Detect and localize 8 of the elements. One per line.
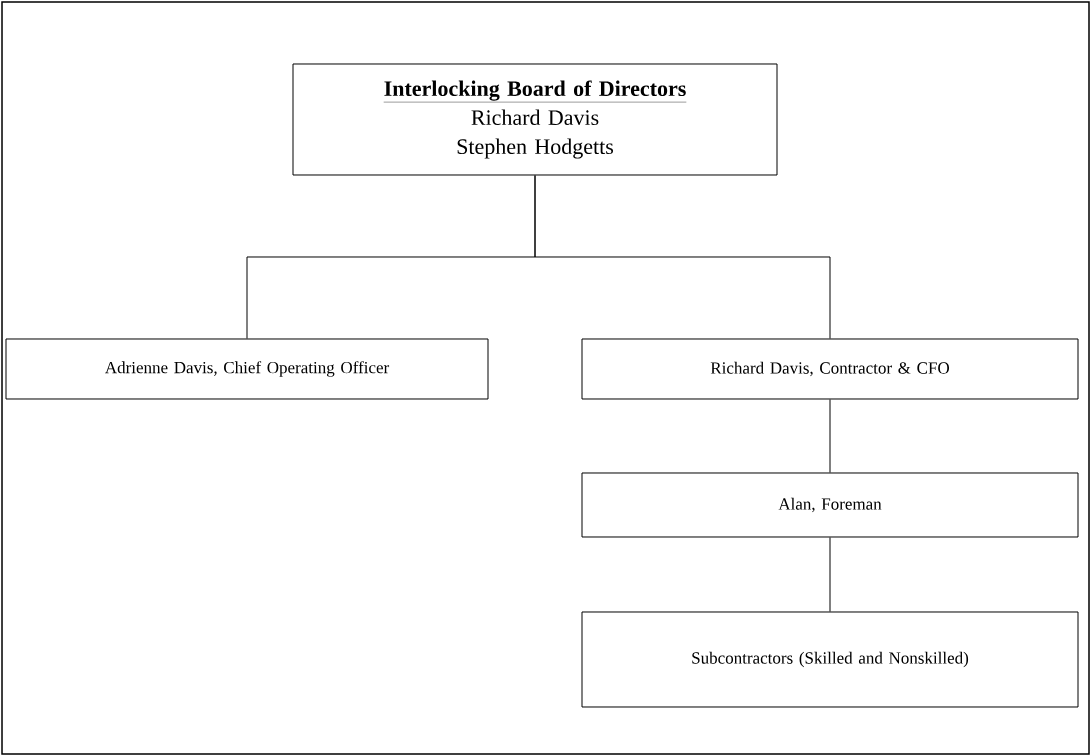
connector-line xyxy=(829,537,831,612)
role-box: Subcontractors (Skilled and Nonskilled) xyxy=(581,611,1079,708)
role-box: Richard Davis, Contractor & CFO xyxy=(581,338,1079,400)
role-box: Alan, Foreman xyxy=(581,472,1079,538)
connector-line xyxy=(829,399,831,473)
role-box: Adrienne Davis, Chief Operating Officer xyxy=(5,338,489,400)
connector-line xyxy=(534,175,831,339)
board-box: Interlocking Board of Directors Richard Davis Stephen Hodgetts xyxy=(292,63,778,176)
